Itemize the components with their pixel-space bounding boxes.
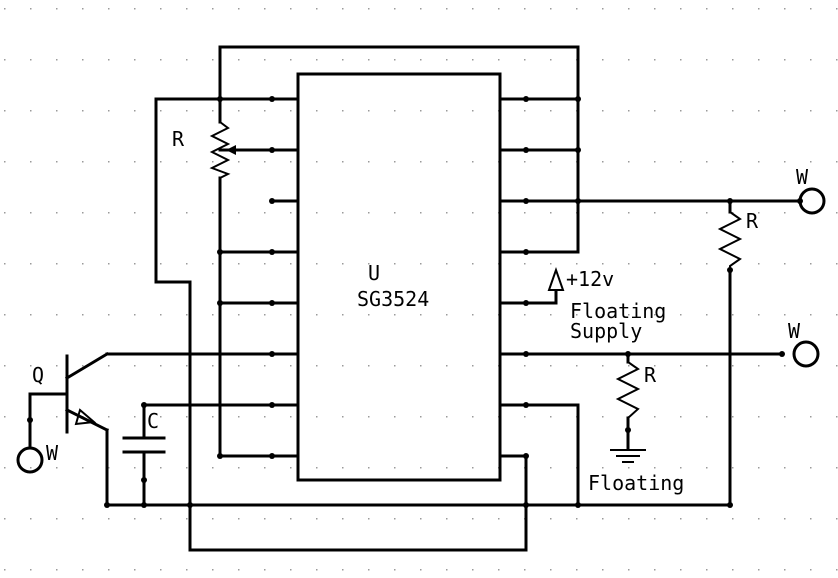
grid-dots: [4, 8, 838, 571]
terminal-left-label: W: [46, 441, 59, 465]
terminal-left: [16, 446, 44, 474]
ground-label: Floating: [588, 471, 684, 495]
supply-label-line1: Floating: [570, 299, 666, 323]
ic-body: [296, 72, 502, 482]
capacitor: [122, 436, 166, 454]
terminal-mid: [792, 340, 820, 368]
potentiometer-ref: R: [172, 127, 185, 151]
ic-part: SG3524: [357, 287, 429, 311]
resistor-top: [717, 211, 743, 270]
terminal-top-label: W: [796, 165, 809, 189]
junction-dots: [27, 96, 803, 508]
resistor-mid: [615, 361, 641, 419]
terminal-top: [798, 187, 826, 215]
supply-label-line2: Supply: [570, 319, 642, 343]
supply-voltage: +12v: [566, 267, 614, 291]
capacitor-ref: C: [147, 409, 159, 433]
terminal-mid-label: W: [788, 319, 801, 343]
resistor-top-ref: R: [746, 209, 759, 233]
ground-symbol: [610, 449, 646, 463]
potentiometer: [209, 121, 236, 179]
ic-ref: U: [368, 261, 380, 285]
supply-arrow: [547, 266, 565, 291]
resistor-mid-ref: R: [644, 363, 657, 387]
transistor: [64, 351, 110, 434]
ic-left-pins: [105, 97, 300, 458]
transistor-ref: Q: [32, 363, 44, 387]
ic-right-pins: [498, 97, 802, 458]
